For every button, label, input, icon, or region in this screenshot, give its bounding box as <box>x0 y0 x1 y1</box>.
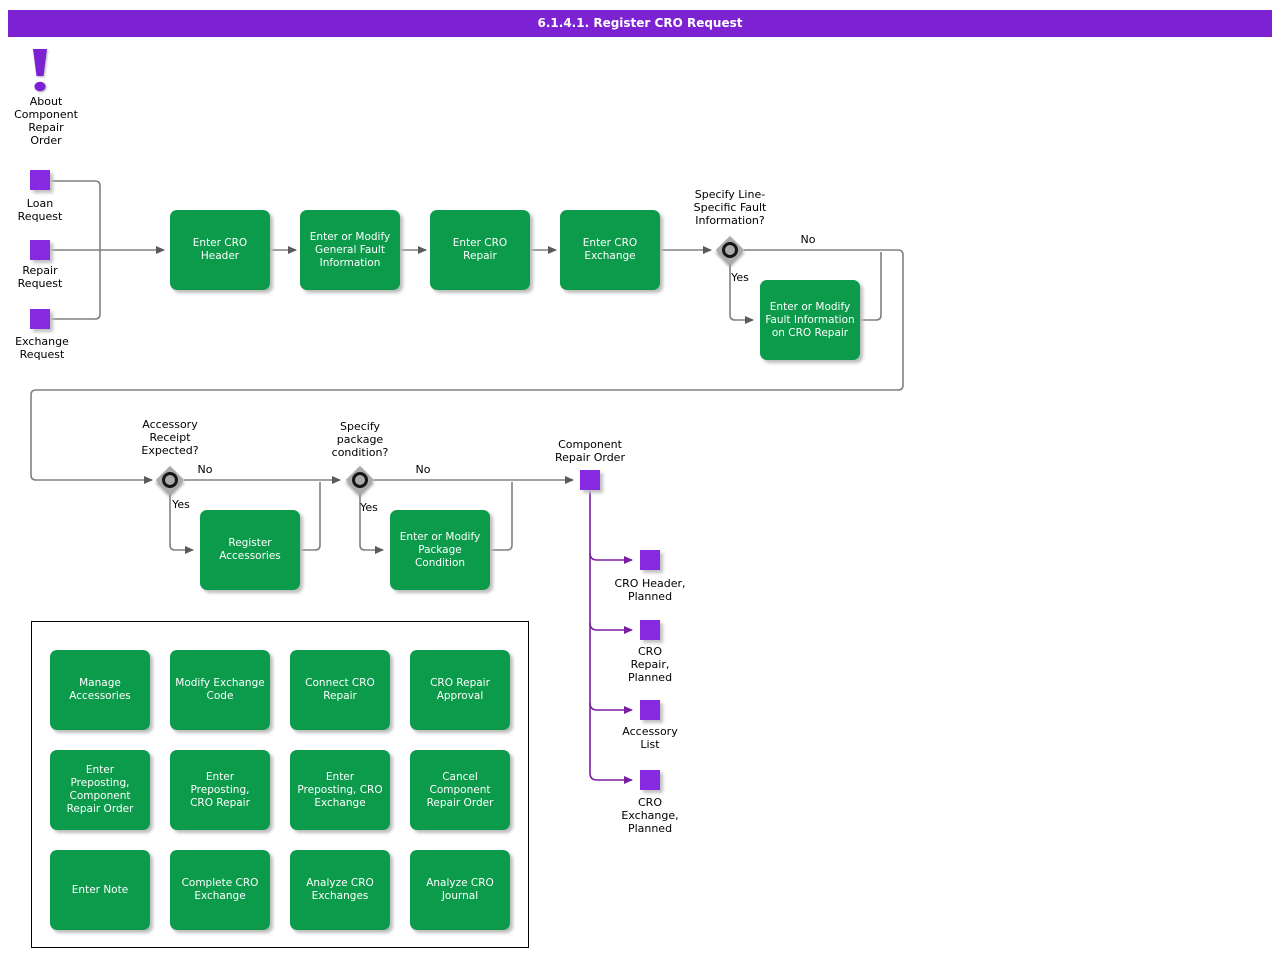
related-activity-enter-preposting-cro-exchange[interactable]: Enter Preposting, CRO Exchange <box>290 750 390 830</box>
event-cro-header-planned[interactable] <box>640 550 660 570</box>
output-line-accessory-list <box>589 702 633 714</box>
gateway3-yes-label: Yes <box>360 501 378 514</box>
gateway-line-specific-fault <box>715 235 745 265</box>
output-line-cro-repair <box>589 622 633 634</box>
about-component-repair-order[interactable] <box>28 49 52 93</box>
gateway2-no-label: No <box>197 463 213 476</box>
flow-line-package-condition-out <box>490 482 513 551</box>
diagram-title: 6.1.4.1. Register CRO Request <box>8 10 1272 37</box>
related-activity-cancel-component-repair-order[interactable]: Cancel Component Repair Order <box>410 750 510 830</box>
related-activity-complete-cro-exchange[interactable]: Complete CRO Exchange <box>170 850 270 930</box>
event-cro-header-planned-label: CRO Header, Planned <box>614 577 686 603</box>
gateway3-question: Specify package condition? <box>331 420 389 459</box>
related-activity-analyze-cro-journal[interactable]: Analyze CRO Journal <box>410 850 510 930</box>
gateway3-no-label: No <box>415 463 431 476</box>
exclamation-icon <box>33 49 47 92</box>
activity-enter-or-modify-package-condition[interactable]: Enter or Modify Package Condition <box>390 510 490 590</box>
gateway-package-condition <box>345 465 375 495</box>
event-cro-exchange-planned-label: CRO Exchange, Planned <box>621 796 679 835</box>
related-activity-connect-cro-repair[interactable]: Connect CRO Repair <box>290 650 390 730</box>
flow-line-fault-info-out <box>860 252 882 321</box>
activity-enter-cro-repair[interactable]: Enter CRO Repair <box>430 210 530 290</box>
event-repair-request[interactable] <box>30 240 50 260</box>
event-exchange-request-label: Exchange Request <box>15 335 69 361</box>
gateway1-question: Specify Line- Specific Fault Information… <box>693 188 767 227</box>
event-cro-exchange-planned[interactable] <box>640 770 660 790</box>
related-activity-manage-accessories[interactable]: Manage Accessories <box>50 650 150 730</box>
output-line-cro-header <box>589 552 633 564</box>
related-activity-modify-exchange-code[interactable]: Modify Exchange Code <box>170 650 270 730</box>
event-component-repair-order-label: Component Repair Order <box>555 438 625 464</box>
event-repair-request-label: Repair Request <box>17 264 63 290</box>
event-loan-request[interactable] <box>30 170 50 190</box>
related-activity-analyze-cro-exchanges[interactable]: Analyze CRO Exchanges <box>290 850 390 930</box>
gateway2-question: Accessory Receipt Expected? <box>141 418 199 457</box>
event-loan-request-label: Loan Request <box>17 197 63 223</box>
xor-circle-icon <box>158 468 182 492</box>
activity-enter-or-modify-general-fault-information[interactable]: Enter or Modify General Fault Informatio… <box>300 210 400 290</box>
event-exchange-request[interactable] <box>30 309 50 329</box>
flow-line-register-accessories-out <box>300 482 321 551</box>
gateway1-no-label: No <box>800 233 816 246</box>
event-accessory-list[interactable] <box>640 700 660 720</box>
activity-enter-or-modify-fault-information-on-cro-repair[interactable]: Enter or Modify Fault Information on CRO… <box>760 280 860 360</box>
related-activity-enter-note[interactable]: Enter Note <box>50 850 150 930</box>
related-activity-cro-repair-approval[interactable]: CRO Repair Approval <box>410 650 510 730</box>
gateway-accessory-receipt <box>155 465 185 495</box>
gateway2-yes-label: Yes <box>172 498 190 511</box>
about-label: About Component Repair Order <box>14 95 78 147</box>
related-activity-enter-preposting-component-repair-order[interactable]: Enter Preposting, Component Repair Order <box>50 750 150 830</box>
activity-enter-cro-header[interactable]: Enter CRO Header <box>170 210 270 290</box>
gateway1-yes-label: Yes <box>731 271 749 284</box>
activity-register-accessories[interactable]: Register Accessories <box>200 510 300 590</box>
xor-circle-icon <box>718 238 742 262</box>
related-activity-enter-preposting-cro-repair[interactable]: Enter Preposting, CRO Repair <box>170 750 270 830</box>
event-component-repair-order[interactable] <box>580 470 600 490</box>
event-cro-repair-planned-label: CRO Repair, Planned <box>627 645 673 684</box>
event-cro-repair-planned[interactable] <box>640 620 660 640</box>
event-accessory-list-label: Accessory List <box>622 725 678 751</box>
activity-enter-cro-exchange[interactable]: Enter CRO Exchange <box>560 210 660 290</box>
xor-circle-icon <box>348 468 372 492</box>
